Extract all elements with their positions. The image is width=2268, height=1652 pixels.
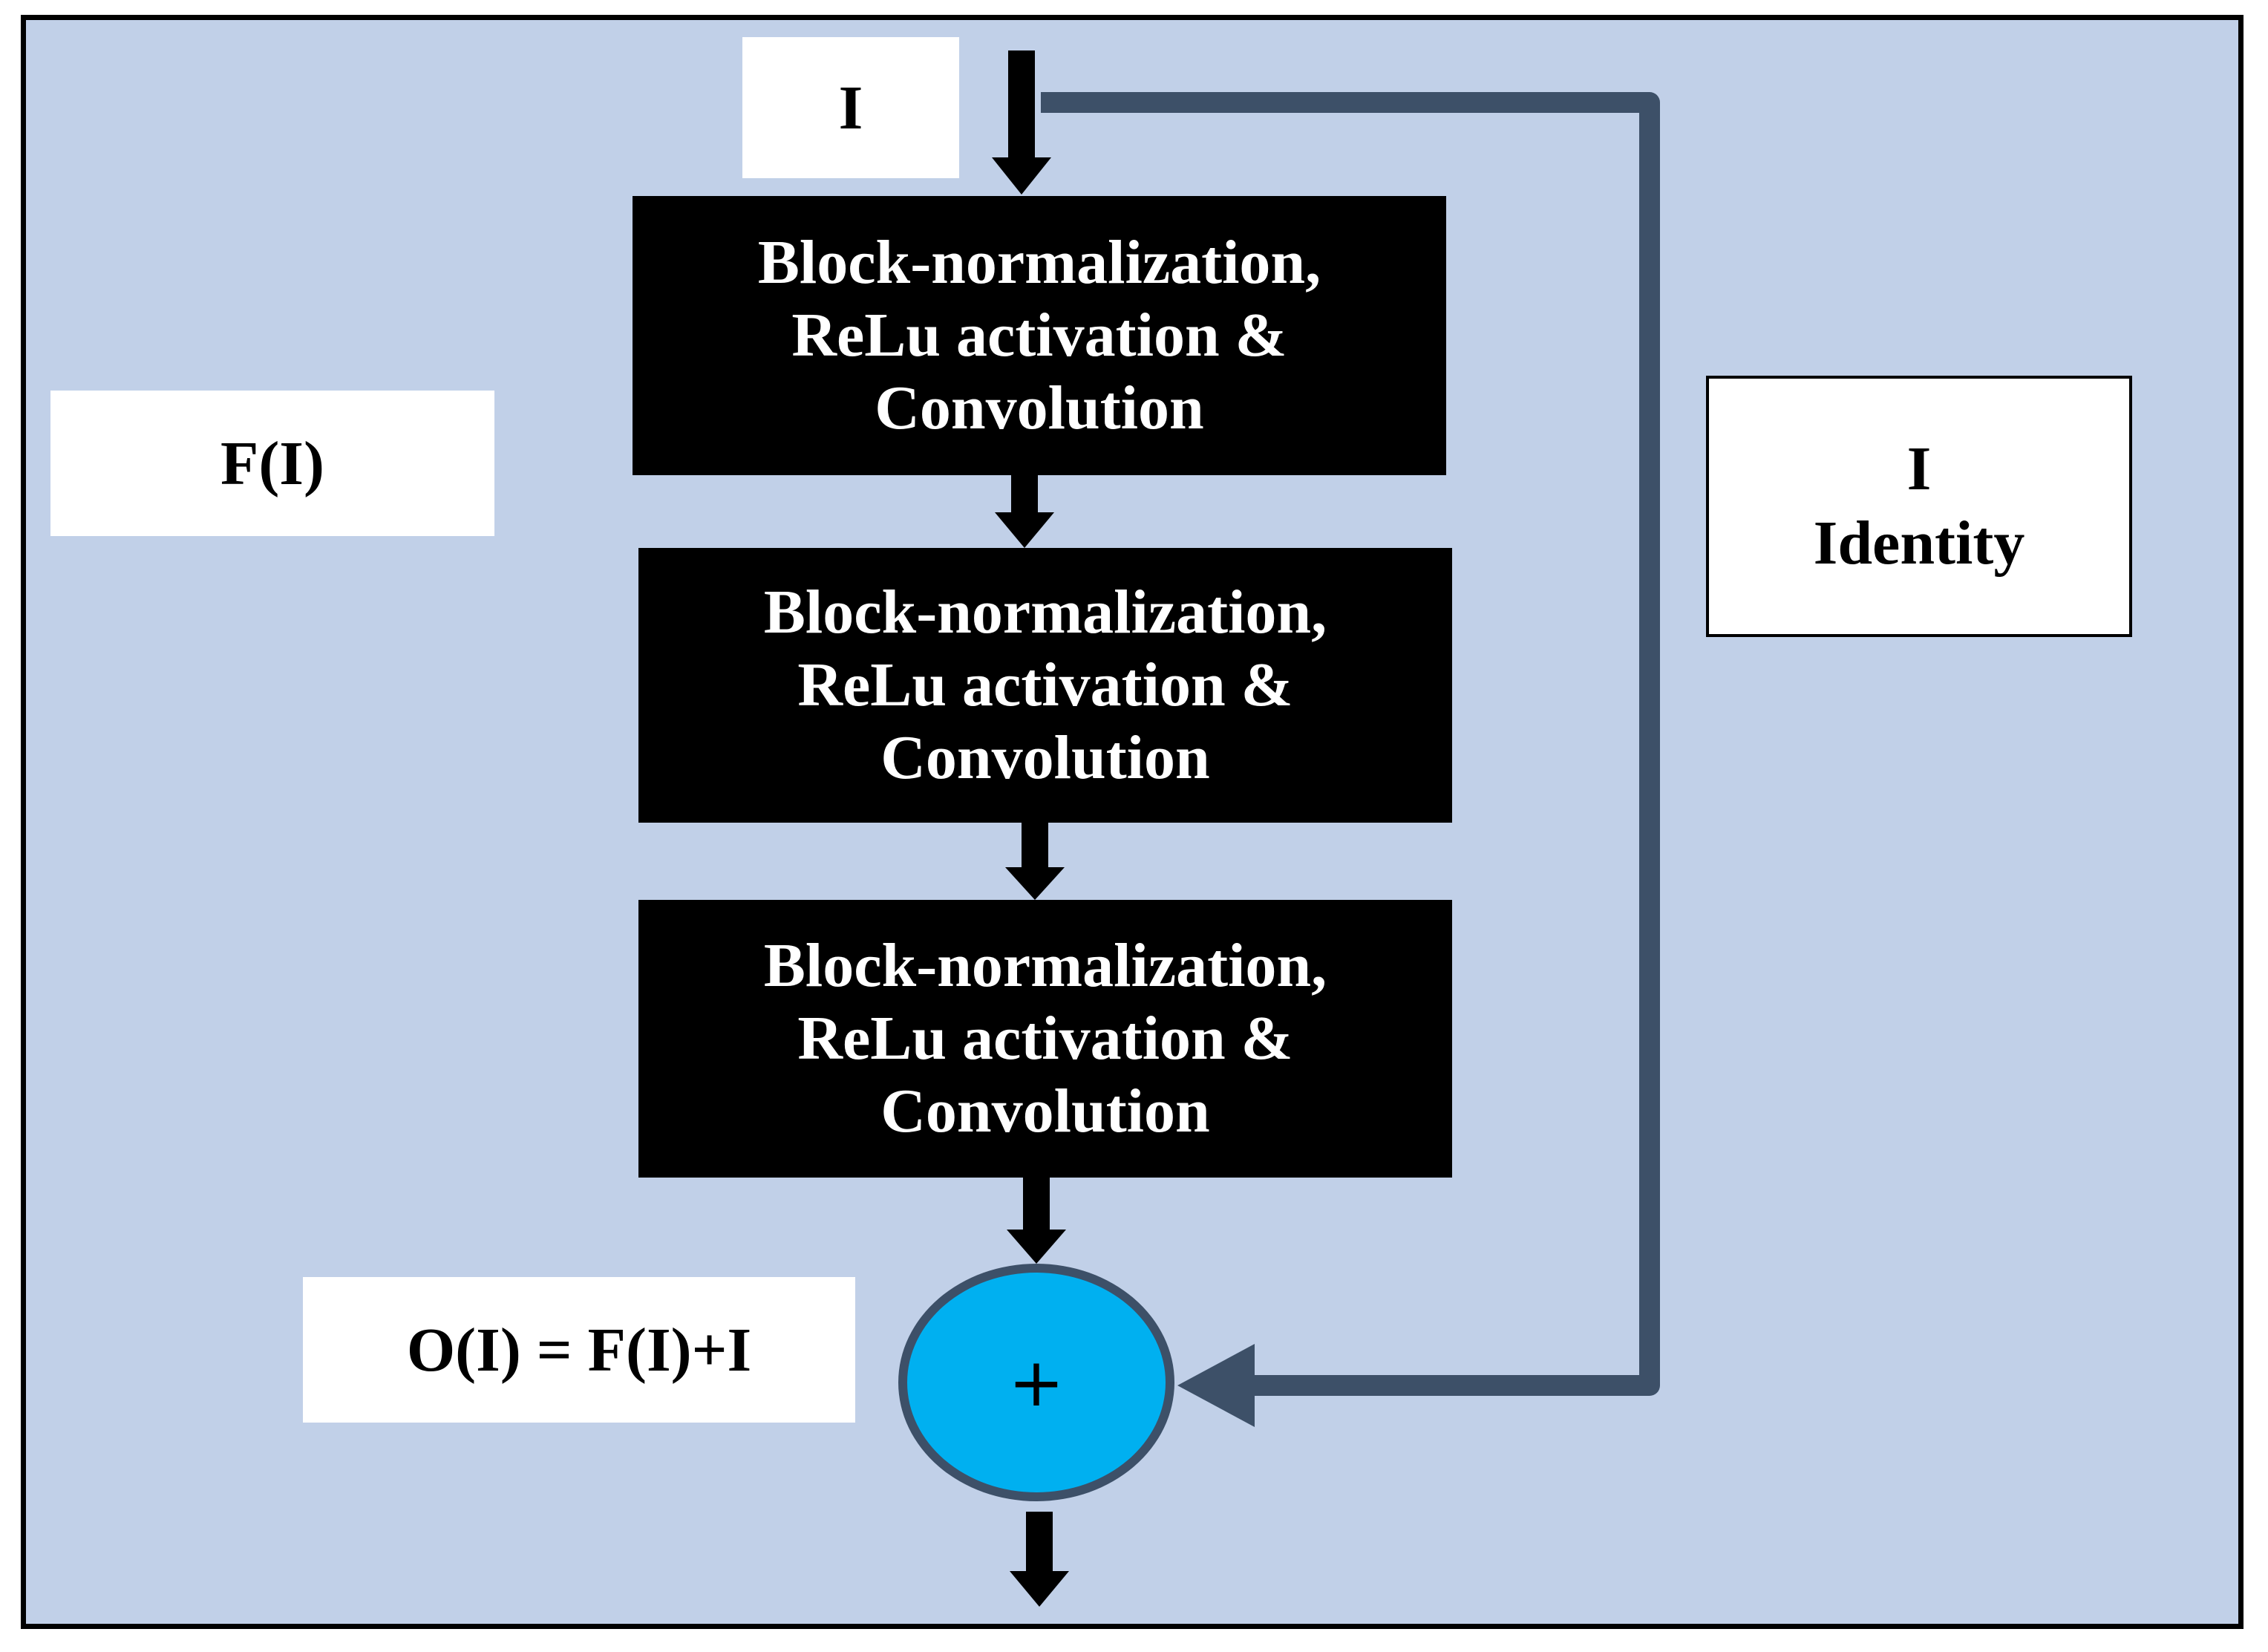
arrow-block1-to-block2 [995,475,1054,548]
block-line: Convolution [880,723,1210,792]
arrow-block2-to-block3 [1005,823,1065,900]
block-line: Convolution [875,373,1204,443]
block-line: ReLu activation & [797,650,1293,719]
output-equation: O(I) = F(I)+I [303,1277,855,1423]
block-line: Convolution [880,1077,1210,1146]
identity-skip-arrowhead [1177,1344,1255,1427]
block-line: ReLu activation & [797,1004,1293,1073]
input-label: I [742,37,959,178]
residual-label: F(I) [50,391,494,536]
input-label-text: I [838,73,863,143]
processing-block-2: Block-normalization, ReLu activation & C… [638,548,1452,823]
block-line: ReLu activation & [791,301,1287,370]
identity-skip-line [1041,92,1660,1396]
identity-text: Identity [1813,509,2025,578]
processing-block-1: Block-normalization, ReLu activation & C… [633,196,1446,475]
arrow-input-to-block1 [992,50,1051,195]
block-line: Block-normalization, [763,578,1327,647]
residual-label-text: F(I) [220,428,324,498]
identity-symbol: I [1906,434,1932,503]
plus-symbol: + [1008,1343,1065,1422]
output-equation-text: O(I) = F(I)+I [406,1315,752,1385]
summation-node: + [898,1264,1174,1501]
block-line: Block-normalization, [763,931,1327,1000]
block-line: Block-normalization, [757,228,1321,297]
processing-block-3: Block-normalization, ReLu activation & C… [638,900,1452,1178]
arrow-sum-to-output [1010,1512,1069,1607]
identity-label: I Identity [1706,376,2132,637]
arrow-block3-to-sum [1007,1178,1066,1264]
